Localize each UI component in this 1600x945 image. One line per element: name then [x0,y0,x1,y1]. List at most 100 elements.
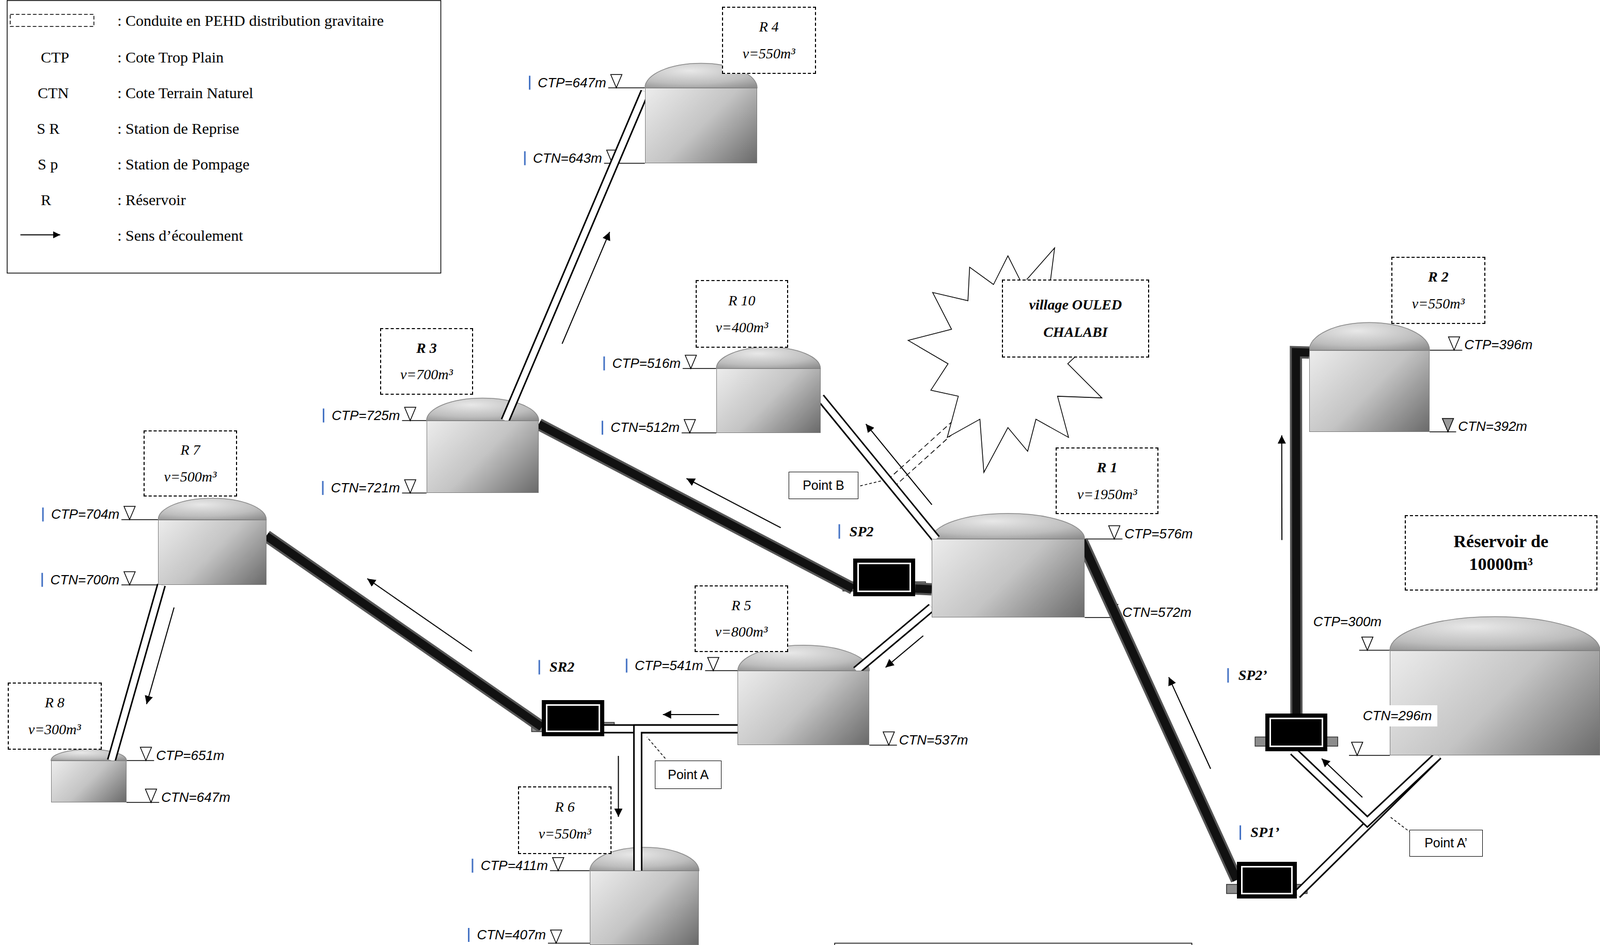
level-triangle [123,571,136,585]
reservoir: R 7v=500m³ [158,519,266,585]
reservoir-dome [716,347,821,369]
pipe-casing [111,584,162,761]
label-box: R 7v=500m³ [143,430,238,497]
pipe [820,397,937,539]
reservoir-name: R 7 [180,436,200,464]
station-frame [1269,717,1324,747]
level-line [682,368,717,370]
level-line [121,584,159,586]
level-triangle [1442,418,1454,432]
level-triangle [140,746,152,761]
pipe [1281,352,1310,714]
elevation-label: CTN=296m [1357,704,1438,727]
pipe-casing [266,535,542,727]
legend-sample-arrow [20,233,61,235]
level-triangle [1351,741,1363,756]
label-box: R 3v=700m³ [380,327,474,395]
elevation-label: CTN=647m [161,789,231,806]
reservoir-name: R 8 [44,688,65,716]
point-leader [647,736,666,759]
frame-edge [834,943,1192,945]
level-triangle [707,656,719,671]
legend-abbreviation: CTP [40,48,70,67]
point-leader [860,479,886,486]
elevation-label: CTP=300m [1313,613,1382,630]
reservoir-volume: v=500m³ [164,463,217,491]
pipe-core [266,535,542,727]
level-triangle [1361,636,1374,651]
pipe [856,607,932,671]
legend-abbreviation: R [40,191,52,209]
legend-abbreviation: CTN [37,84,69,102]
reservoir: R 3v=700m³ [426,420,539,493]
pipe-casing [915,588,932,589]
reservoir-dome [931,513,1085,539]
pipe [1081,540,1237,880]
pumping-station: SP1’ [1236,861,1298,899]
level-line [401,419,427,421]
elevation-label: CTN=700m [50,571,120,588]
reservoir-volume: v=700m³ [400,361,453,388]
level-triangle [552,857,564,871]
blue-tick [538,659,541,674]
flow-arrow [1321,758,1363,797]
elevation-label: CTN=721m [331,479,401,496]
level-line [608,87,646,89]
station-frame [857,562,912,592]
reservoir-volume: v=400m³ [715,314,768,341]
pipe-core [820,397,937,539]
level-triangle [123,506,136,520]
level-line [1084,538,1123,540]
station-label: SP2 [849,523,874,540]
village-area: village OULED CHALABI [905,232,1110,478]
reservoir: R 4v=550m³ [645,87,758,164]
reservoir-name: R 4 [759,13,779,41]
level-triangle [404,406,416,421]
legend-text: : Station de Pompage [117,155,250,174]
level-triangle [1448,336,1461,351]
label-box: Réservoir de 10000m³ [1404,514,1598,591]
elevation-label: CTN=512m [610,419,680,436]
legend-abbreviation: S p [37,155,58,174]
level-line [1359,649,1390,651]
label-box: R 1v=1950m³ [1055,447,1159,514]
pipe-core [1081,540,1237,880]
pipe-core [1295,352,1310,714]
reservoir-volume: v=550m³ [742,40,796,68]
point-label: Point A’ [1424,835,1468,851]
reservoir: R 1v=1950m³ [931,538,1085,618]
level-line [1429,349,1463,351]
reservoir-name: Réservoir de 10000m³ [1436,529,1566,576]
pipe-casing [637,728,739,871]
reservoir: R 6v=550m³ [589,870,699,945]
pipe-casing [1081,540,1237,880]
pipe [618,728,738,871]
blue-tick [42,507,44,522]
pipe-casing [820,397,937,539]
elevation-label: CTP=704m [51,506,120,523]
level-line [1348,754,1390,756]
level-triangle [684,419,696,433]
legend-frame [7,0,442,274]
reservoir-name: R 3 [416,334,437,362]
flow-arrow [1168,677,1211,769]
village-name: village OULED CHALABI [1010,290,1141,346]
pipe-core [856,607,932,671]
level-line [121,519,159,521]
blue-tick [838,524,841,539]
reservoir-volume: v=550m³ [538,820,592,847]
level-line [126,801,160,803]
pipe-casing [538,424,854,589]
level-line [869,744,897,746]
pipe-core [637,728,739,871]
pipe-casing [1293,750,1438,822]
elevation-label: CTN=643m [532,150,603,167]
elevation-label: CTP=651m [155,747,225,764]
level-line [704,669,738,671]
pumping-station: SP2’ [1265,713,1328,751]
reservoir: Réservoir de 10000m³ [1389,650,1600,756]
blue-tick [1227,667,1229,683]
point-leader [1389,816,1411,834]
pipe [266,535,542,727]
level-triangle [145,788,158,803]
